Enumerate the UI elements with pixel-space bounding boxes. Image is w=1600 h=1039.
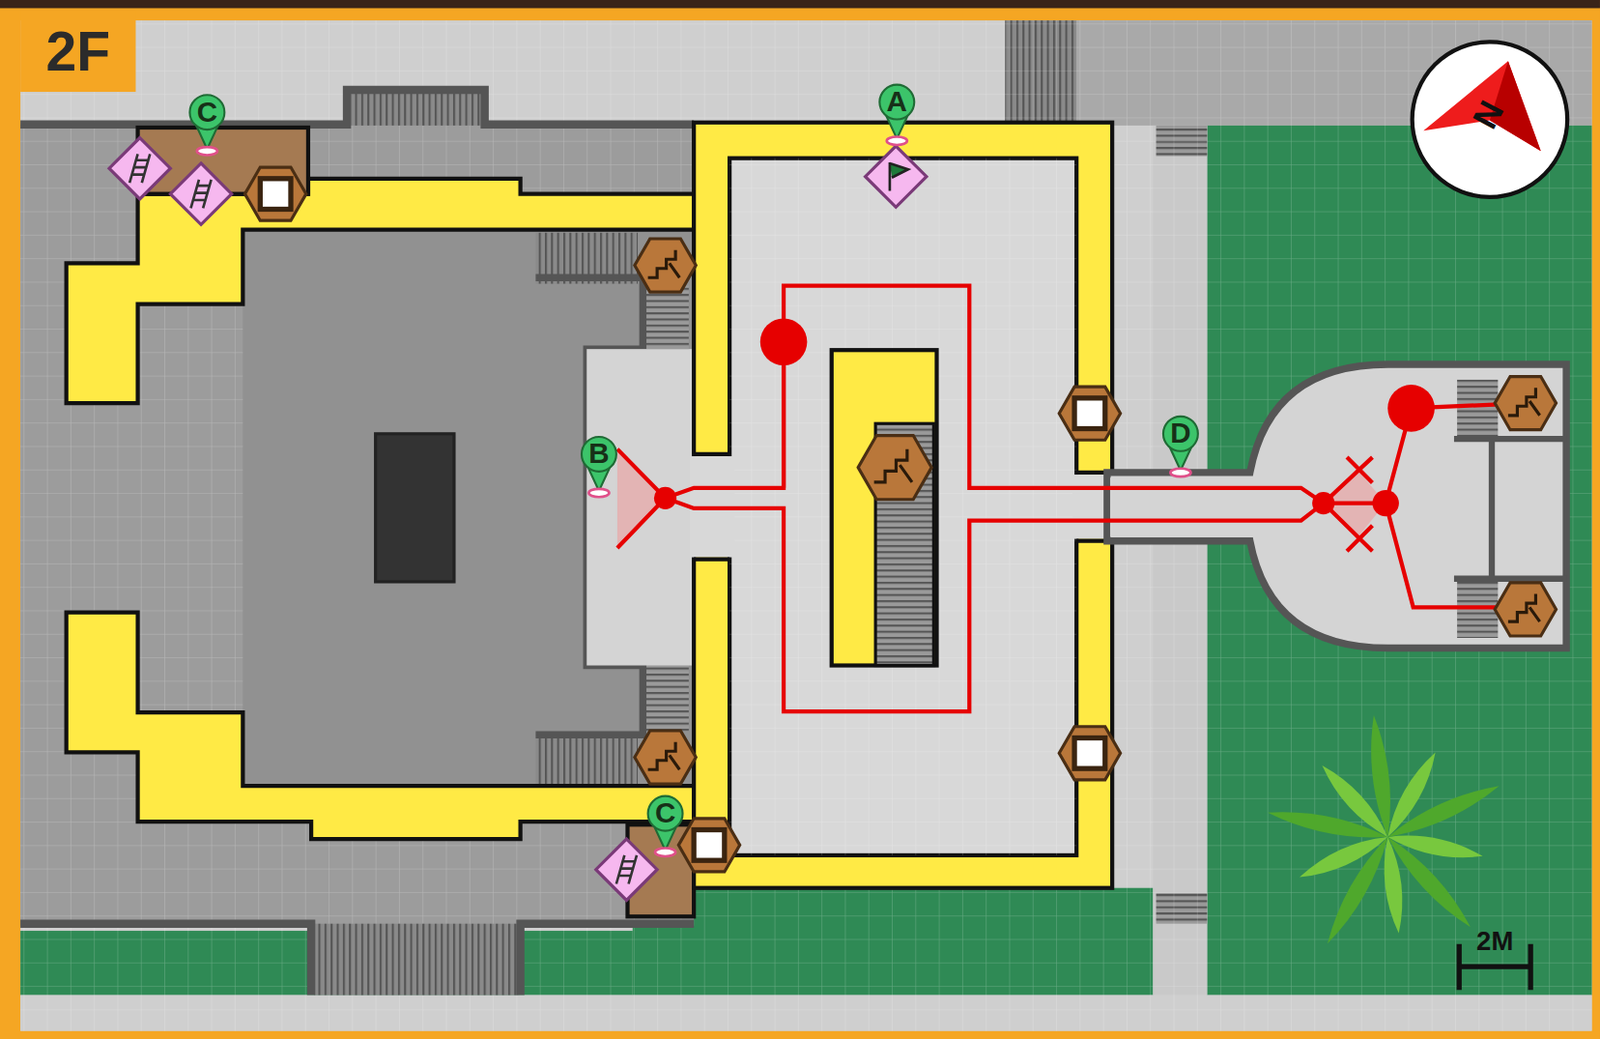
door-glyph [1074,737,1106,769]
route [617,285,1553,712]
pin-letter: A [886,87,908,117]
corridor [66,178,695,403]
palm-tree [1267,714,1499,943]
hex-badge [634,730,696,784]
hex-badge [244,167,306,221]
palm-leaf [1371,714,1391,837]
stairs-icon [634,730,696,784]
ladder-glyph [129,153,150,183]
wall-line [1454,438,1567,579]
diamond-badge [865,145,927,207]
location-pin: C [188,93,226,131]
stairs-icon [857,435,932,500]
stairs-glyph [648,250,681,279]
scale-label: 2M [1476,927,1514,954]
route-point [760,317,808,366]
location-pin: A [878,84,915,121]
diamond-badge [109,138,171,200]
diamond-badge [170,163,231,225]
stairs-hatch [642,285,689,353]
pillar-wall [831,349,938,665]
hallway-floor [586,348,694,665]
location-pin: B [580,435,618,473]
route-point [1387,384,1435,432]
stairs-glyph [1508,594,1541,623]
hex-badge [1494,376,1556,430]
hex-badge [1058,386,1120,440]
hex-badge [1058,726,1120,780]
palm-leaf [1387,785,1499,837]
route-point [1371,489,1399,516]
wall-line [20,923,694,996]
compass [1412,41,1569,198]
stairs-hatch [535,732,638,784]
pin-base [886,137,908,145]
ladder-marker [596,838,658,900]
flag-glyph [889,162,909,192]
stairs-glyph [874,449,913,483]
grid [20,20,1592,1030]
pin-letter: C [655,799,676,829]
pillar [375,433,455,582]
flag-marker [865,145,927,207]
stairs-icon [1494,376,1556,430]
route-point [654,486,677,510]
pin-letter: B [588,439,609,469]
pin-letter: D [1170,419,1191,449]
hex-badge [678,818,740,872]
stairs-hatch [314,923,518,996]
location-pin: D [1162,415,1200,453]
pin-base [655,848,676,857]
compass-dial [1412,41,1569,198]
hex-badge [634,238,696,292]
building-wall [693,122,1113,888]
ground [20,20,1592,1030]
stairs-glyph [1508,387,1541,416]
route-line [665,497,1324,712]
hall-floor [242,229,694,787]
diamond-badge [596,838,658,900]
top-strip [0,0,1600,8]
hex-badge [1494,582,1556,636]
corridor [66,612,695,839]
door-icon [678,818,740,872]
pin-base [1170,468,1191,477]
stairs-hatch [1457,379,1498,439]
stairs-hatch [642,665,689,733]
stairs-icon [634,238,696,292]
door-glyph [693,829,725,861]
ladder-marker [109,138,171,200]
building-floor [20,124,694,926]
compass-needle [1423,60,1541,151]
plaza [1107,364,1567,649]
hex-badge [857,435,932,500]
pin-base [588,488,609,497]
palm-leaf [1384,836,1403,934]
wall-line [20,89,694,125]
route-point [1312,491,1335,515]
ladder-glyph [616,855,637,885]
stairs-icon [1494,582,1556,636]
stairs-glyph [648,742,681,771]
ladder-glyph [190,179,211,209]
compass-north: N [1466,94,1510,134]
floor-label: 2F [46,23,112,79]
palm-leaf [1299,836,1388,878]
grid [20,124,694,926]
route-line [665,285,1324,504]
pin-letter: C [197,97,218,127]
door-icon [244,167,306,221]
ladder-marker [170,163,231,225]
floor-badge: 2F [20,10,136,92]
pin-base [197,146,218,155]
door-glyph [259,178,291,210]
door-icon [1058,386,1120,440]
door-icon [1058,726,1120,780]
location-pin: C [647,795,685,832]
door-glyph [1074,398,1106,429]
